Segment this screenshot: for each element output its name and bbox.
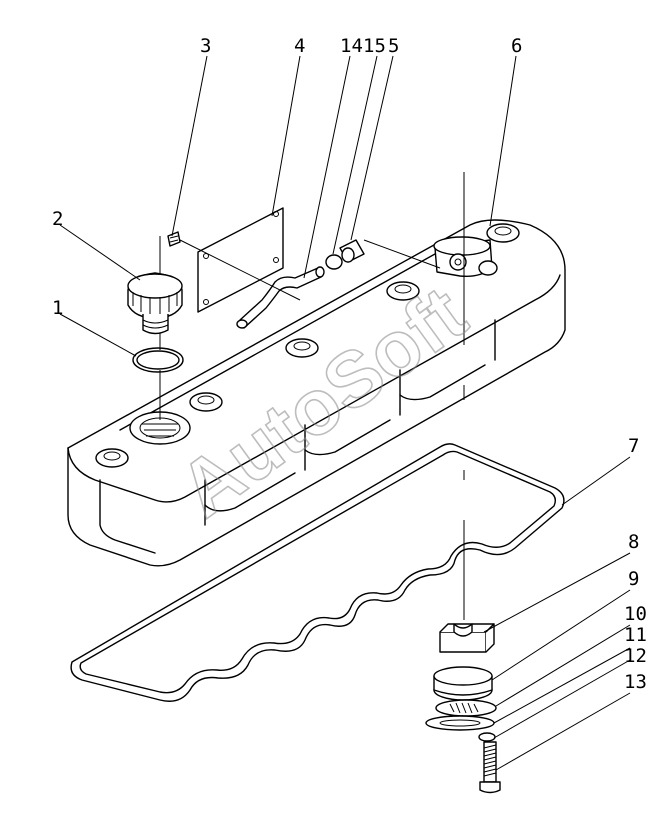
callout-15: 15 — [363, 35, 386, 57]
name-plate-part-4 — [197, 207, 284, 313]
callout-4: 4 — [294, 35, 305, 57]
callout-11: 11 — [624, 624, 647, 646]
ring-part-15 — [325, 254, 343, 270]
callout-3: 3 — [200, 35, 211, 57]
callout-2: 2 — [52, 208, 63, 230]
callout-7: 7 — [628, 435, 639, 457]
gasket-part-11 — [425, 715, 495, 731]
bolt-part-13 — [479, 741, 501, 794]
filler-cap-part-2 — [127, 272, 183, 335]
callout-12: 12 — [624, 645, 647, 667]
bracket-part-8 — [439, 623, 495, 653]
callout-14: 14 — [340, 35, 363, 57]
cover-bolt-bosses — [95, 223, 520, 468]
leader-lines — [59, 55, 631, 771]
washer-part-12 — [478, 732, 496, 742]
callout-8: 8 — [628, 531, 639, 553]
callout-labels: 3 4 14 15 5 6 2 1 7 8 9 10 11 12 13 — [52, 35, 647, 693]
callout-1: 1 — [52, 297, 63, 319]
filler-neck — [129, 411, 191, 445]
o-ring-part-1 — [132, 347, 184, 373]
callout-10: 10 — [624, 603, 647, 625]
washer-part-10 — [435, 699, 497, 717]
tube-part-5 — [339, 239, 441, 269]
breather-housing-part-6 — [433, 236, 498, 278]
valve-cover-body — [67, 219, 566, 567]
callout-6: 6 — [511, 35, 522, 57]
gasket-part-7 — [70, 443, 565, 702]
breather-hose-part-14 — [236, 266, 325, 329]
callout-5: 5 — [388, 35, 399, 57]
bushing-part-9 — [433, 666, 493, 701]
callout-13: 13 — [624, 671, 647, 693]
callout-9: 9 — [628, 568, 639, 590]
